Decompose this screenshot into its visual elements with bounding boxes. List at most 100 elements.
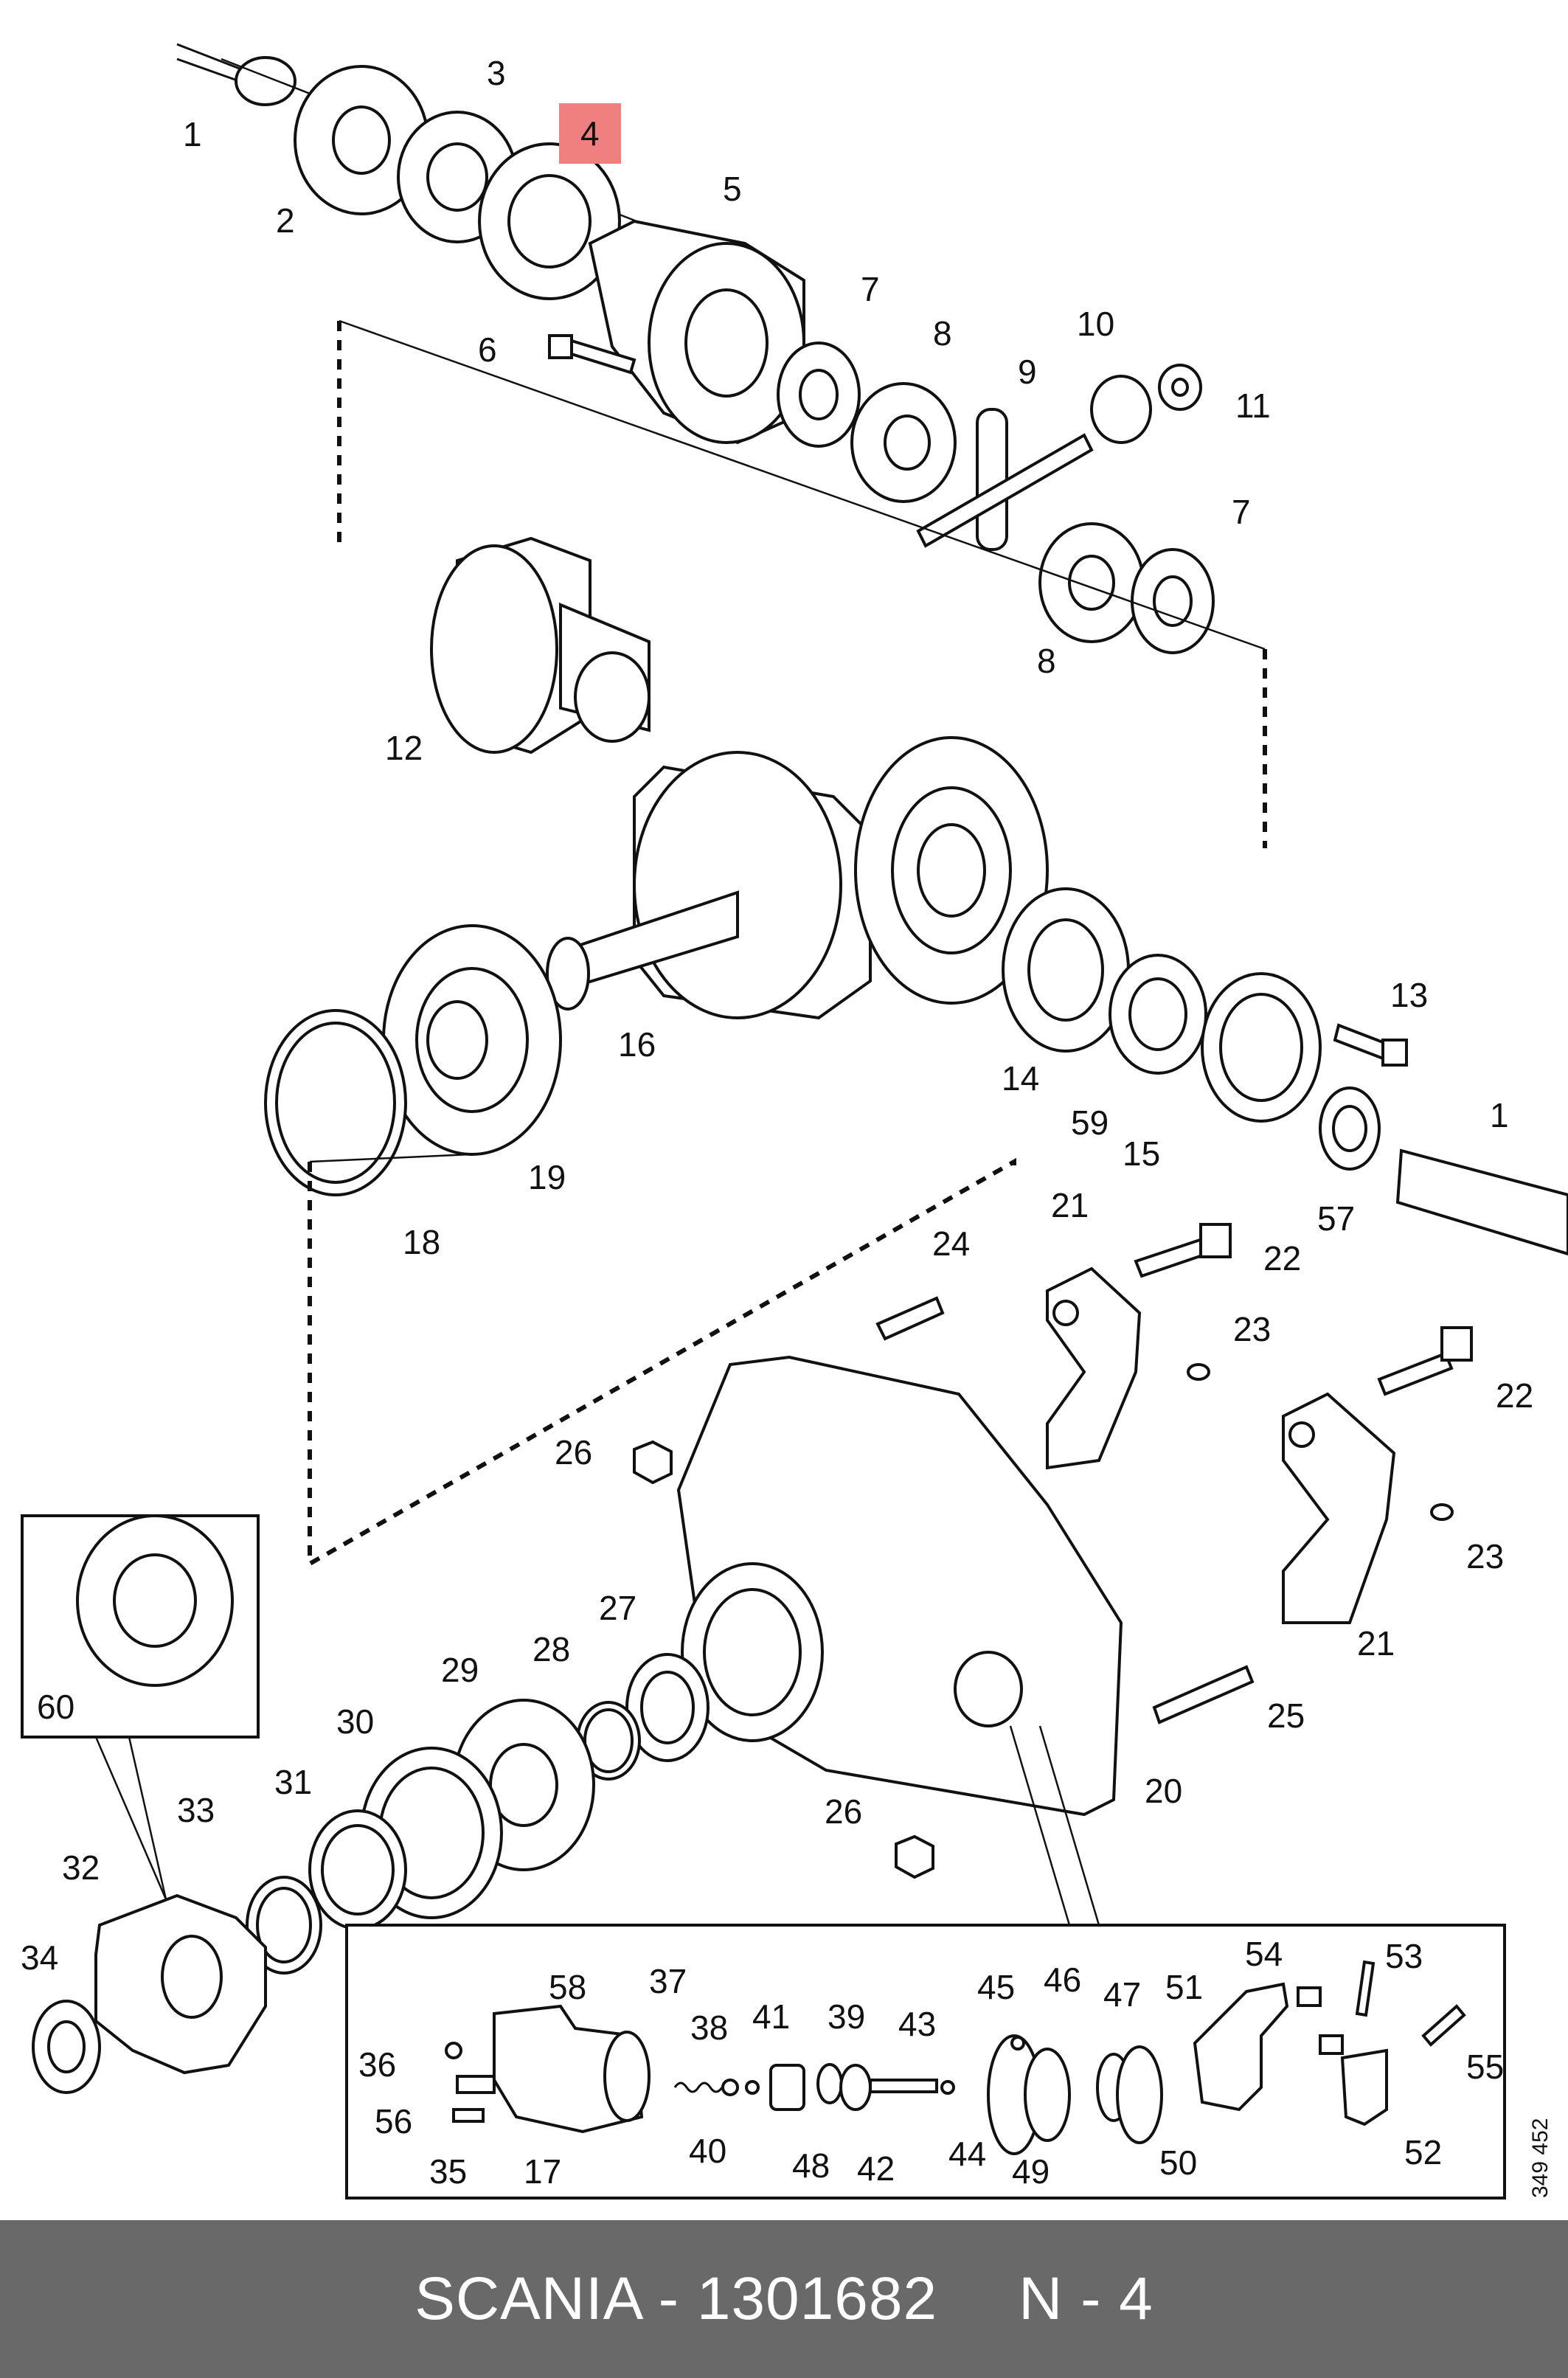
thrust-washer-7 [777,342,861,448]
bolt-24 [875,1296,945,1341]
label-part-53: 53 [1385,1937,1423,1975]
label-part-41: 41 [752,1997,790,2036]
label-part-1: 1 [183,115,202,153]
label-part-44: 44 [948,2135,986,2173]
stud-25 [1152,1665,1255,1724]
label-part-9: 9 [1018,353,1037,391]
label-part-15: 15 [1123,1134,1160,1173]
grease-nipple-23b [1430,1503,1454,1521]
label-part-3: 3 [487,54,506,92]
seal-27 [625,1653,710,1762]
label-part-42: 42 [857,2149,895,2188]
label-part-6: 6 [478,330,497,369]
label-part-46: 46 [1044,1961,1081,1999]
yoke-32 [94,1893,267,2075]
label-part-23: 23 [1233,1310,1271,1348]
coupling-57 [1319,1086,1381,1171]
label-part-38: 38 [690,2008,728,2047]
label-part-20: 20 [1145,1772,1182,1810]
label-part-25: 25 [1267,1696,1305,1735]
shaft-1b [1395,1148,1568,1256]
label-part-5: 5 [723,170,742,208]
label-part-57: 57 [1317,1199,1355,1238]
synchro-ring-2 [294,65,429,215]
label-part-21b: 21 [1357,1624,1395,1663]
label-part-52: 52 [1404,2133,1442,2171]
label-part-27: 27 [599,1589,636,1627]
bolt-22 [1134,1223,1232,1278]
grease-nipple-23 [1187,1363,1210,1381]
footer-part-number: SCANIA - 1301682 [414,2265,938,2332]
crown-wheel-16 [546,751,872,1020]
bracket-21b [1282,1392,1396,1624]
label-part-56: 56 [375,2102,412,2140]
inset-60 [21,1514,260,1900]
label-part-12: 12 [385,729,423,767]
label-part-26b: 26 [825,1792,862,1831]
label-part-48: 48 [792,2146,830,2185]
label-part-21: 21 [1051,1186,1089,1224]
nut-26b [895,1834,934,1879]
side-gear-8b [1038,522,1145,643]
label-part-17: 17 [524,2152,561,2191]
label-part-49: 49 [1012,2152,1050,2191]
label-part-8: 8 [933,314,952,353]
label-part-7: 7 [861,270,880,308]
pinion-gear-10 [1090,375,1152,444]
label-part-16: 16 [618,1025,656,1064]
housing-5 [588,219,805,445]
label-part-14: 14 [1002,1059,1039,1098]
label-part-13: 13 [1390,976,1428,1014]
ring-gear [854,736,1049,1005]
label-part-54: 54 [1245,1935,1283,1973]
detail-box [345,1725,1506,2200]
side-gear-8 [850,382,957,503]
label-part-18: 18 [403,1223,440,1261]
bearing-19 [382,924,562,1156]
label-part-22: 22 [1263,1239,1301,1278]
label-part-26: 26 [555,1433,592,1471]
label-part-28: 28 [533,1630,570,1668]
label-part-33: 33 [177,1791,215,1829]
label-part-2: 2 [276,201,295,240]
footer-bar: SCANIA - 1301682 N - 4 [0,2220,1568,2378]
flange-nut-34 [32,2000,101,2094]
label-part-30: 30 [336,1702,374,1741]
label-part-43: 43 [898,2005,936,2043]
spider-cross-9 [916,408,1094,551]
label-part-37: 37 [649,1962,687,2000]
retainer-59 [1109,954,1207,1075]
footer-position: N - 4 [1019,2265,1154,2332]
oring-28 [576,1701,641,1781]
seal-31 [308,1809,407,1930]
label-part-58: 58 [549,1968,586,2006]
exploded-parts-diagram: 1 2 3 4 5 6 7 8 9 10 11 7 8 12 13 14 59 … [21,43,1568,2200]
bearing-14 [1002,887,1130,1053]
highlight-box [559,103,621,164]
label-part-1b: 1 [1490,1096,1509,1134]
bolt-6 [548,334,636,375]
label-part-11: 11 [1235,386,1271,425]
bolt-22b [1377,1326,1473,1396]
bolt-13 [1333,1023,1408,1067]
label-part-47: 47 [1103,1975,1141,2014]
label-part-51: 51 [1165,1968,1203,2006]
label-part-8b: 8 [1037,642,1056,680]
label-part-34: 34 [21,1938,58,1977]
nut-26 [633,1440,673,1485]
gear-ring-15 [1201,972,1322,1123]
label-part-19: 19 [528,1158,566,1196]
bearing-4 [478,142,621,300]
washer-11 [1158,364,1202,411]
label-part-50: 50 [1159,2143,1197,2182]
part-labels: 1 2 3 4 5 6 7 8 9 10 11 7 8 12 13 14 59 … [21,54,1533,2191]
label-part-7b: 7 [1232,493,1251,531]
label-part-23b: 23 [1466,1537,1504,1575]
label-part-32: 32 [62,1848,100,1887]
housing-12 [430,536,651,755]
label-part-29: 29 [441,1651,479,1689]
label-part-40: 40 [689,2132,726,2170]
label-part-22b: 22 [1496,1376,1533,1415]
label-part-10: 10 [1077,305,1114,343]
shim-18 [264,1009,407,1196]
